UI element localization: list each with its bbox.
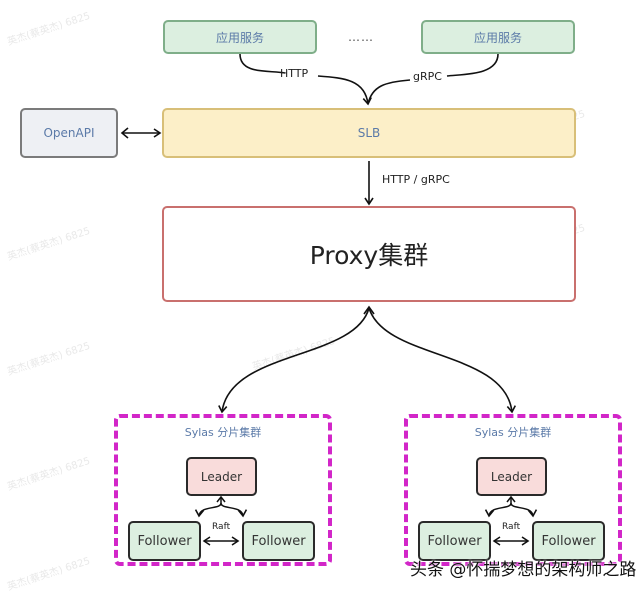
http-edge	[239, 53, 286, 74]
raft-label: Raft	[502, 522, 521, 532]
ellipsis: ……	[348, 30, 374, 44]
slb-node: SLB	[162, 108, 576, 158]
cluster-title: Sylas 分片集群	[184, 426, 262, 439]
follower-node: Follower	[128, 521, 201, 561]
grpc-label: gRPC	[413, 70, 442, 83]
slb-proxy-label: HTTP / gRPC	[382, 173, 450, 186]
sylas-shard-cluster: Sylas 分片集群	[114, 414, 332, 566]
cluster-title: Sylas 分片集群	[474, 426, 552, 439]
openapi-node: OpenAPI	[20, 108, 118, 158]
follower-node: Follower	[242, 521, 315, 561]
leader-node: Leader	[476, 457, 547, 496]
leader-node: Leader	[186, 457, 257, 496]
sylas-shard-cluster: Sylas 分片集群	[404, 414, 622, 566]
proxy-cluster1-edge	[218, 307, 370, 414]
app-service-node: 应用服务	[421, 20, 575, 54]
http-edge-tail	[317, 75, 372, 106]
proxy-cluster2-edge	[368, 307, 517, 414]
proxy-cluster-node: Proxy集群	[162, 206, 576, 302]
follower-node: Follower	[418, 521, 491, 561]
raft-label: Raft	[212, 522, 231, 532]
follower-node: Follower	[532, 521, 605, 561]
footer-credit: 头条 @怀揣梦想的架构师之路	[410, 560, 637, 580]
http-label: HTTP	[280, 67, 309, 80]
grpc-edge-tail	[367, 79, 411, 105]
grpc-edge	[446, 53, 499, 77]
app-service-node: 应用服务	[163, 20, 317, 54]
